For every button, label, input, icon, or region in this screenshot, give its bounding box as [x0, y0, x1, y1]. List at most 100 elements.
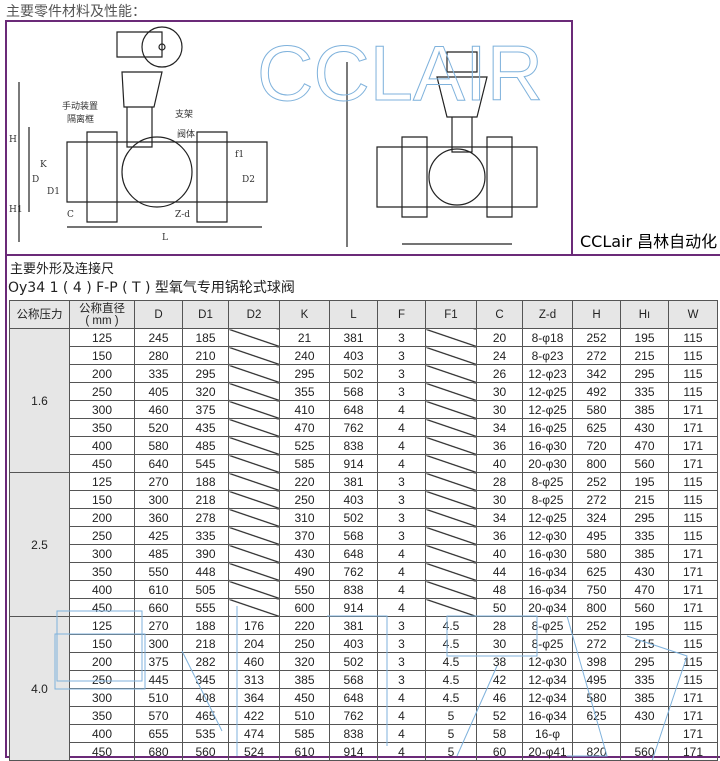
table-cell: 580 [134, 436, 183, 455]
table-cell [425, 382, 477, 401]
table-cell: 300 [69, 544, 135, 563]
table-cell: 171 [668, 706, 718, 725]
table-cell: 272 [572, 634, 621, 653]
table-cell: 24 [476, 346, 523, 365]
pressure-cell: 4.0 [9, 616, 70, 761]
table-cell: 313 [228, 670, 280, 689]
table-cell: 364 [228, 688, 280, 707]
table-cell [228, 346, 280, 365]
table-cell: 204 [228, 634, 280, 653]
table-cell: 502 [329, 508, 378, 527]
table-cell: 16-φ34 [522, 562, 573, 581]
table-cell: 12-φ30 [522, 526, 573, 545]
table-cell: 200 [69, 508, 135, 527]
table-cell: 450 [69, 454, 135, 473]
table-cell [228, 418, 280, 437]
table-cell: 750 [572, 580, 621, 599]
table-cell: 470 [279, 418, 330, 437]
table-cell: 914 [329, 598, 378, 617]
table-cell [425, 436, 477, 455]
table-cell: 408 [182, 688, 229, 707]
table-cell: 16-φ [522, 724, 573, 743]
table-cell: 485 [134, 544, 183, 563]
pressure-cell: 2.5 [9, 472, 70, 617]
table-cell: 8-φ25 [522, 634, 573, 653]
table-cell: 625 [572, 562, 621, 581]
table-cell: 495 [572, 526, 621, 545]
table-cell: 150 [69, 634, 135, 653]
table-cell: 252 [572, 616, 621, 635]
table-cell: 355 [279, 382, 330, 401]
table-cell: 4.5 [425, 634, 477, 653]
table-cell: 16-φ25 [522, 418, 573, 437]
table-cell: 58 [476, 724, 523, 743]
table-cell: 550 [134, 562, 183, 581]
table-cell: 350 [69, 706, 135, 725]
table-cell: 3 [377, 616, 426, 635]
table-cell [228, 364, 280, 383]
table-cell: 4 [377, 436, 426, 455]
model-title: Oy34 1 ( 4 ) F-P ( T ) 型氧气专用锅轮式球阀 [8, 280, 295, 296]
label-isolation: 隔离框 [67, 113, 94, 125]
table-cell: 3 [377, 346, 426, 365]
table-cell: 115 [668, 670, 718, 689]
table-cell: 335 [620, 382, 669, 401]
table-cell: 405 [134, 382, 183, 401]
table-cell: 4 [377, 454, 426, 473]
table-cell: 300 [134, 634, 183, 653]
table-cell: 3 [377, 526, 426, 545]
table-cell: 838 [329, 580, 378, 599]
table-cell: 520 [134, 418, 183, 437]
table-cell: 16-φ34 [522, 706, 573, 725]
table-cell: 171 [668, 436, 718, 455]
table-cell: 12-φ34 [522, 670, 573, 689]
table-cell: 625 [572, 418, 621, 437]
table-cell: 171 [668, 688, 718, 707]
label-handwheel: 手动装置 [62, 100, 98, 112]
table-cell: 8-φ25 [522, 490, 573, 509]
table-cell: 3 [377, 634, 426, 653]
column-header: H [572, 300, 621, 329]
table-cell: 448 [182, 562, 229, 581]
table-cell: 3 [377, 364, 426, 383]
table-cell: 400 [69, 436, 135, 455]
table-cell: 3 [377, 508, 426, 527]
table-cell [572, 724, 621, 743]
table-cell: 3 [377, 382, 426, 401]
table-cell: 8-φ25 [522, 616, 573, 635]
table-cell: 525 [279, 436, 330, 455]
table-cell: 28 [476, 616, 523, 635]
table-cell: 245 [134, 328, 183, 347]
table-cell: 295 [620, 508, 669, 527]
table-cell: 115 [668, 616, 718, 635]
table-cell: 252 [572, 472, 621, 491]
table-cell: 720 [572, 436, 621, 455]
table-cell: 4 [377, 562, 426, 581]
table-cell: 115 [668, 328, 718, 347]
table-cell: 450 [69, 598, 135, 617]
table-cell: 568 [329, 382, 378, 401]
table-cell: 12-φ25 [522, 508, 573, 527]
table-cell: 510 [279, 706, 330, 725]
table-cell: 40 [476, 544, 523, 563]
table-cell: 495 [572, 670, 621, 689]
table-cell [228, 382, 280, 401]
table-cell: 300 [69, 688, 135, 707]
table-cell [228, 598, 280, 617]
table-cell [425, 508, 477, 527]
table-cell: 270 [134, 472, 183, 491]
table-cell: 450 [279, 688, 330, 707]
